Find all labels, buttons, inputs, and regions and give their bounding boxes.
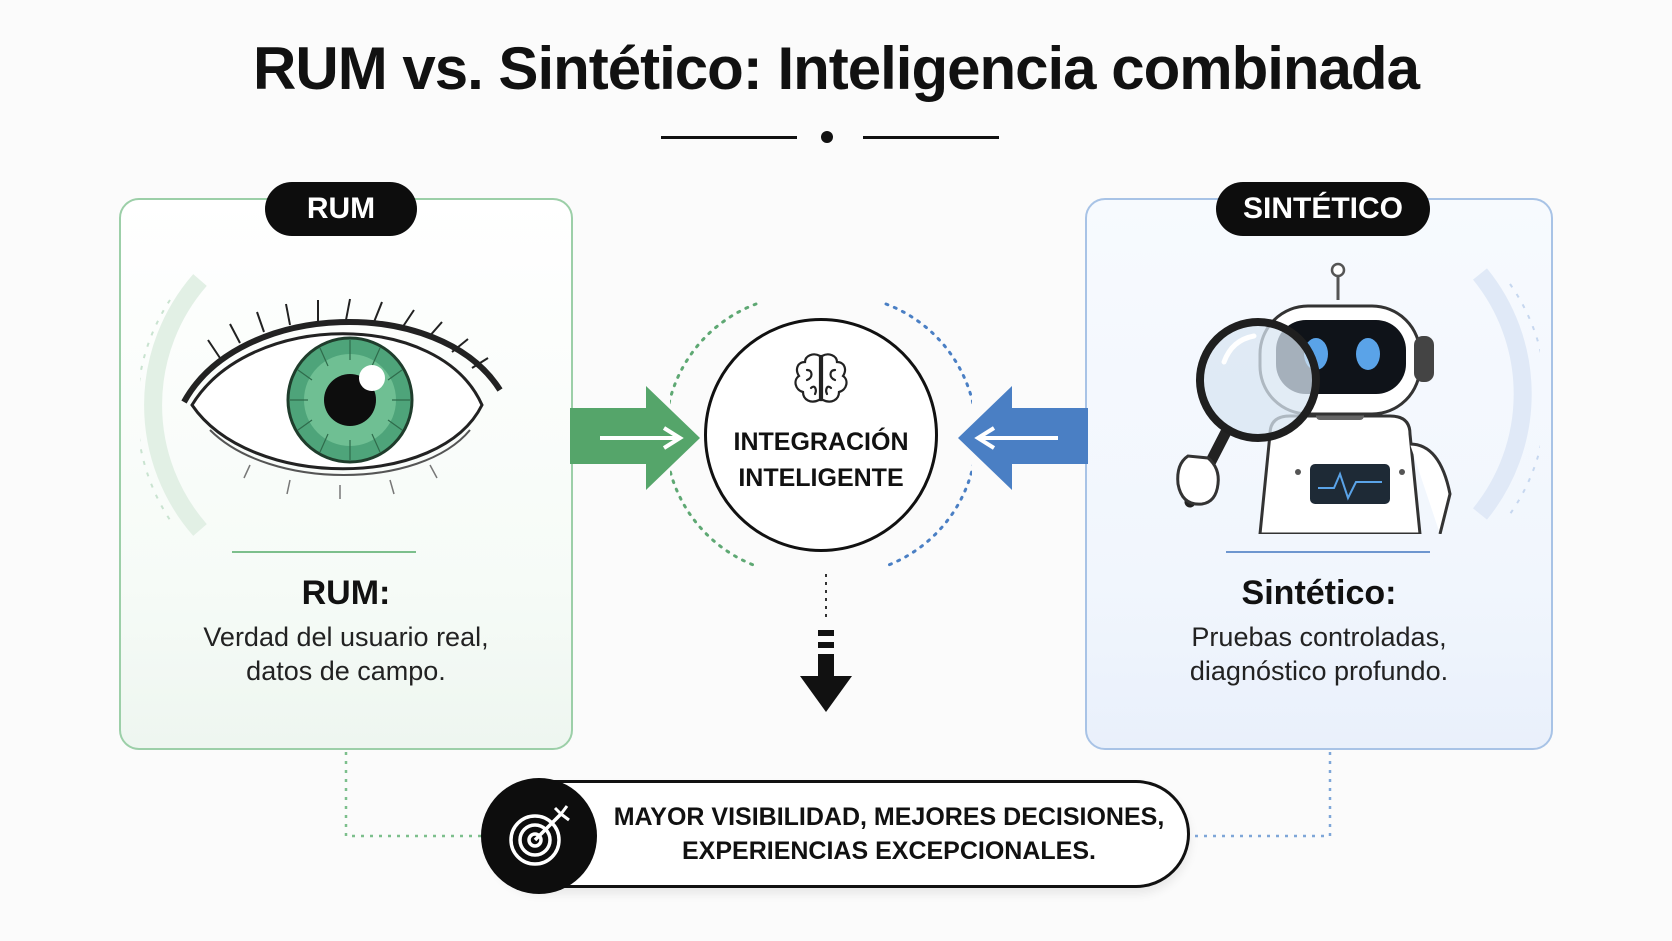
center-dotted-arcs — [670, 302, 972, 568]
green-arrow-right-icon — [570, 386, 700, 490]
robot-magnifier-icon — [1176, 262, 1540, 534]
rum-desc-line1: Verdad del usuario real, — [203, 622, 489, 652]
title-divider-dot — [821, 131, 833, 143]
synthetic-separator — [1226, 551, 1430, 553]
rum-badge: RUM — [265, 182, 417, 236]
result-label-line2: EXPERIENCIAS EXCEPCIONALES. — [682, 837, 1096, 865]
page-title: RUM vs. Sintético: Inteligencia combinad… — [253, 35, 1420, 102]
integration-label-line1: INTEGRACIÓN — [733, 428, 909, 456]
integration-label: INTEGRACIÓN INTELIGENTE — [704, 424, 938, 496]
synthetic-description: Pruebas controladas, diagnóstico profund… — [1092, 620, 1546, 688]
synthetic-desc-line2: diagnóstico profundo. — [1189, 656, 1449, 686]
target-icon — [509, 805, 570, 866]
synthetic-heading: Sintético: — [1241, 574, 1397, 612]
result-label: MAYOR VISIBILIDAD, MEJORES DECISIONES, E… — [600, 800, 1178, 868]
rum-description: Verdad del usuario real, datos de campo. — [119, 620, 573, 688]
integration-label-line2: INTELIGENTE — [738, 464, 904, 492]
rum-desc-line2: datos de campo. — [246, 656, 446, 686]
result-label-line1: MAYOR VISIBILIDAD, MEJORES DECISIONES, — [613, 803, 1165, 831]
title-divider-left — [661, 136, 797, 139]
synthetic-desc-line1: Pruebas controladas, — [1191, 622, 1447, 652]
synthetic-result-connector — [1190, 752, 1332, 838]
brain-icon — [794, 353, 848, 403]
rum-separator — [232, 551, 416, 553]
synthetic-badge: SINTÉTICO — [1216, 182, 1430, 236]
arrow-down-icon — [800, 574, 852, 712]
rum-heading: RUM: — [301, 574, 391, 612]
title-divider-right — [863, 136, 999, 139]
eye-icon — [140, 274, 503, 536]
result-banner — [488, 780, 1190, 888]
rum-result-connector — [344, 752, 488, 838]
blue-arrow-left-icon — [958, 386, 1088, 490]
